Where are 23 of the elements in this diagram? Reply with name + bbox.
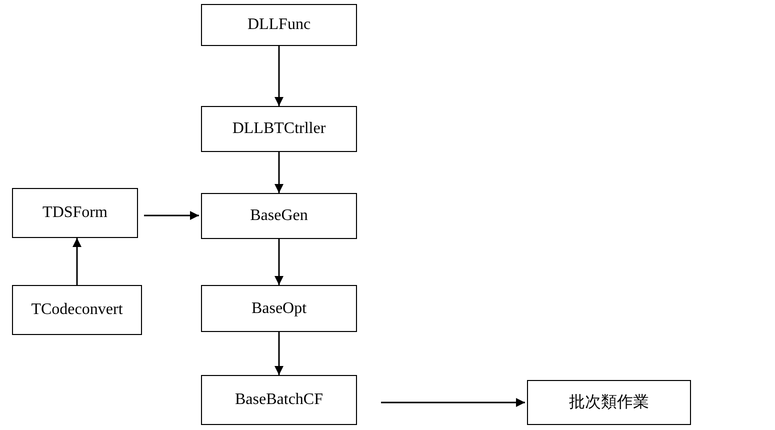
box-label: BaseOpt — [251, 300, 307, 318]
process-box — [201, 193, 357, 239]
arrow — [144, 211, 199, 220]
arrow — [274, 46, 284, 106]
box-label: DLLFunc — [247, 16, 311, 34]
box-label: 批次類作業 — [569, 393, 649, 413]
process-box — [201, 106, 357, 152]
arrow — [72, 238, 82, 285]
process-box — [12, 285, 142, 335]
box-label: TDSForm — [42, 204, 108, 222]
process-box — [201, 4, 357, 46]
arrow — [381, 398, 525, 407]
box-label: DLLBTCtrller — [232, 120, 326, 138]
process-box — [12, 188, 138, 238]
box-label: BaseGen — [250, 207, 308, 225]
process-box — [201, 375, 357, 425]
box-label: BaseBatchCF — [235, 391, 323, 409]
arrow — [274, 239, 284, 285]
arrow — [274, 332, 284, 375]
arrow — [274, 152, 284, 193]
process-box — [527, 380, 691, 425]
process-box — [201, 285, 357, 332]
box-label: TCodeconvert — [31, 301, 123, 319]
